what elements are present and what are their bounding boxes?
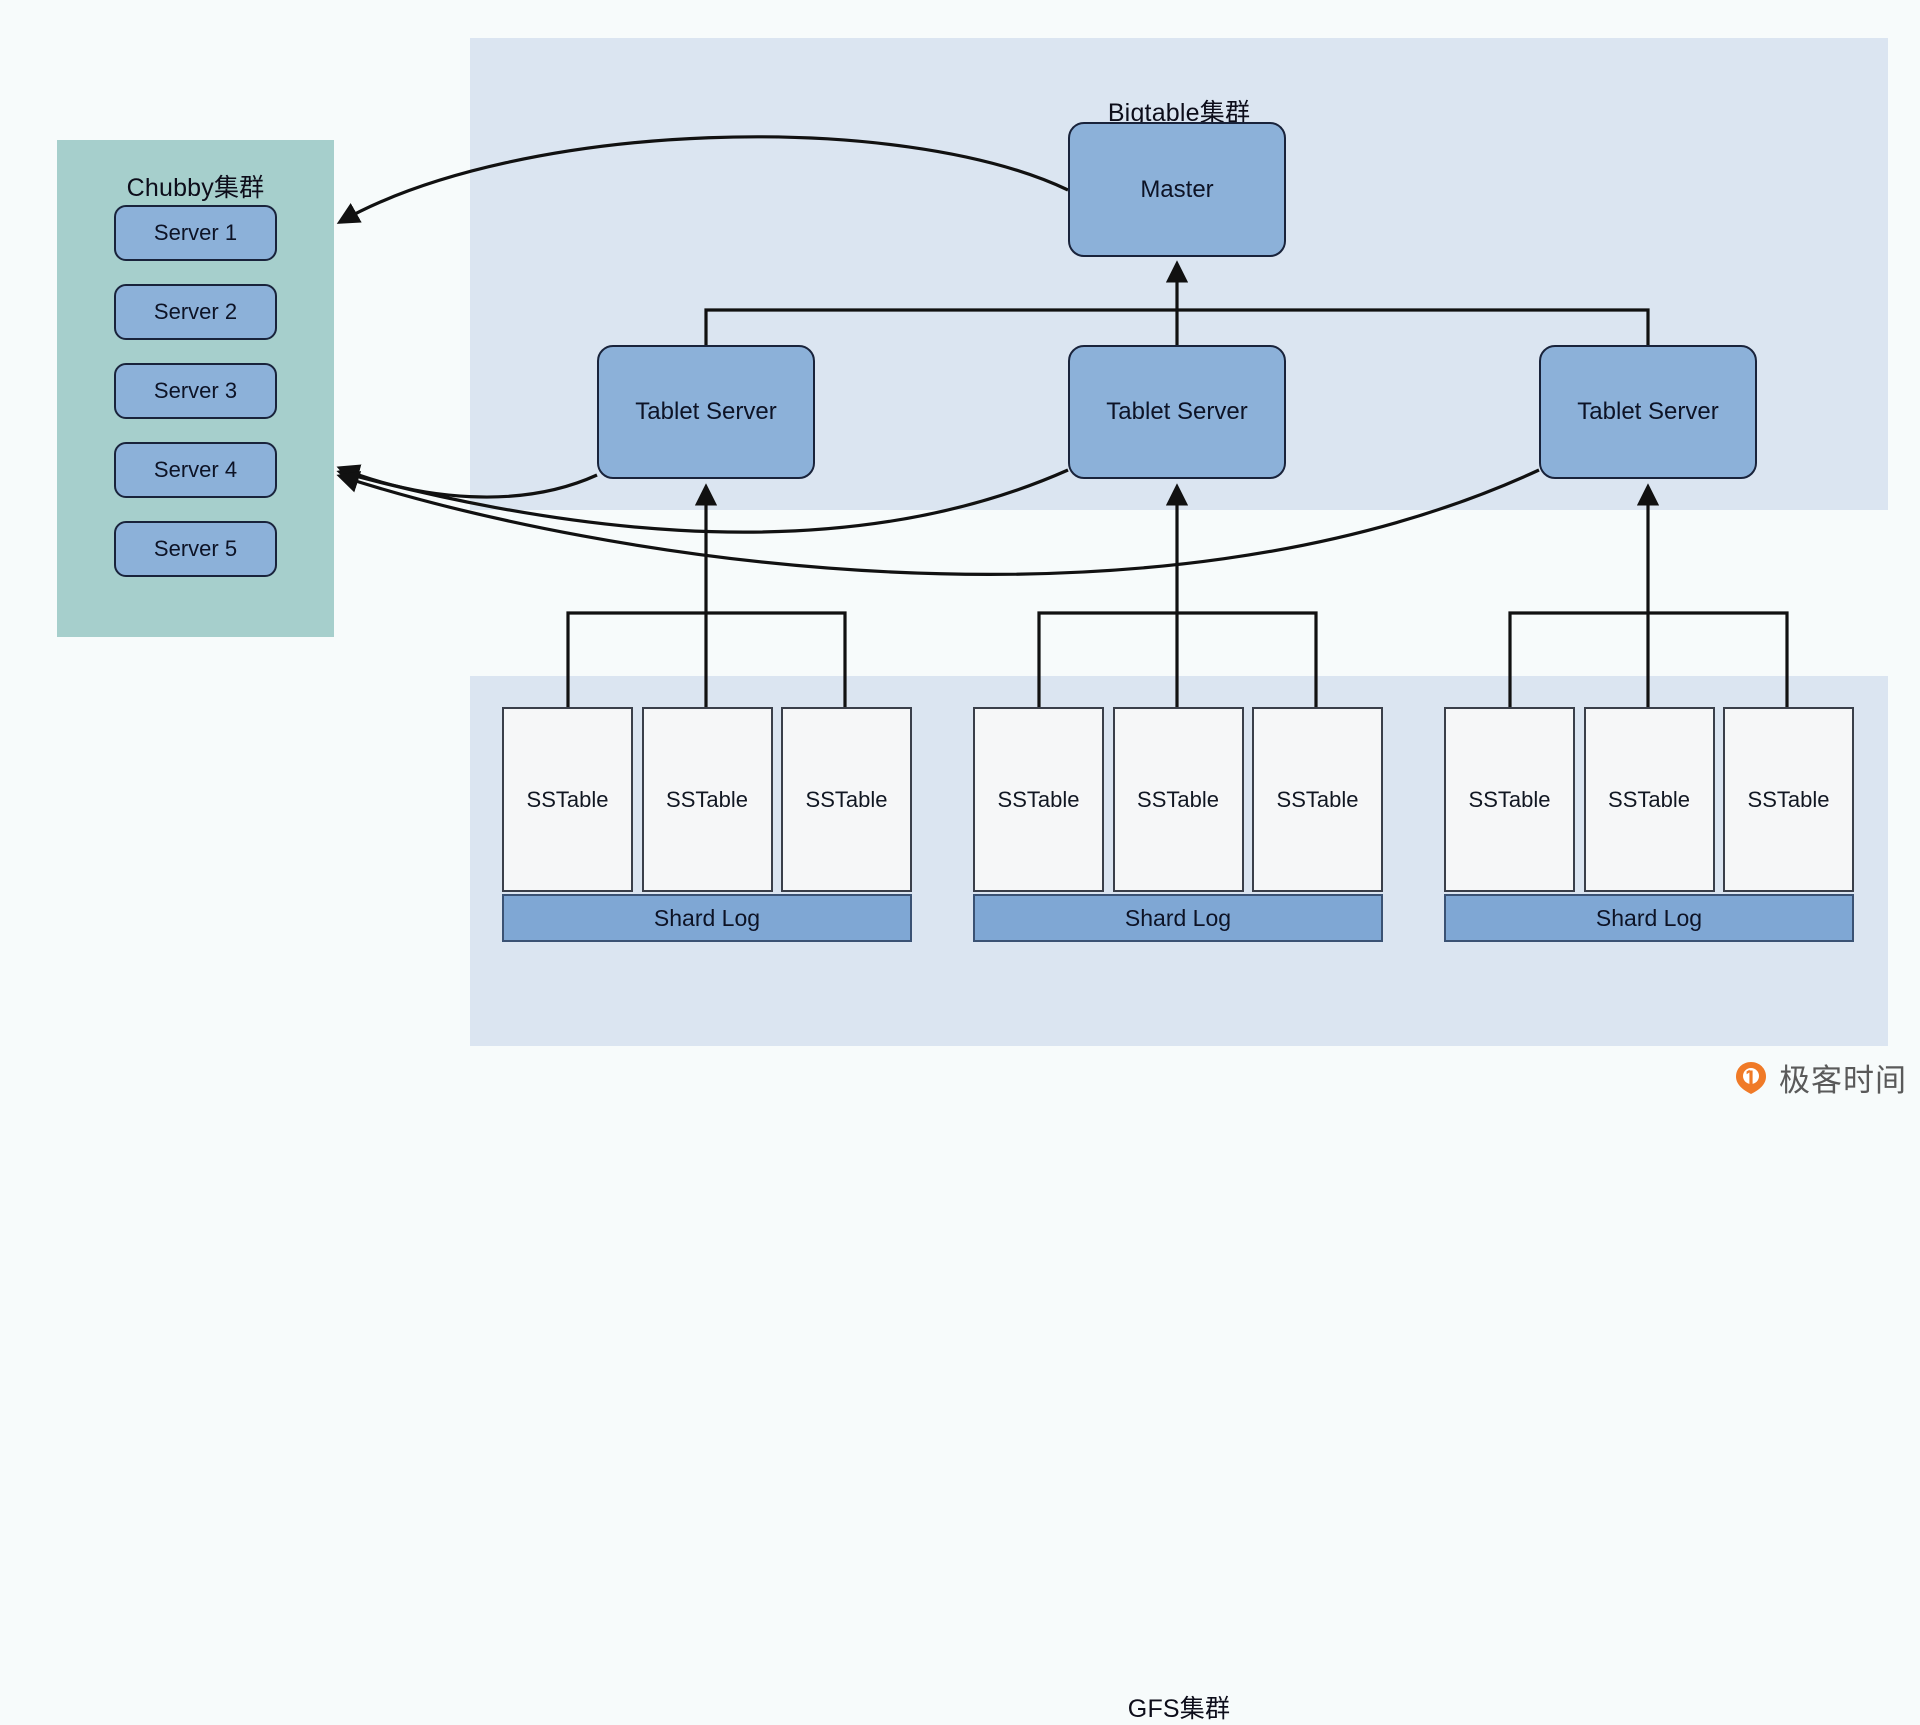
sstable-row: SSTable SSTable SSTable xyxy=(502,707,912,892)
sstable-label: SSTable xyxy=(666,786,748,812)
chubby-server-2[interactable]: Server 2 xyxy=(114,284,277,340)
sstable-box[interactable]: SSTable xyxy=(781,707,912,892)
sstable-row: SSTable SSTable SSTable xyxy=(1444,707,1854,892)
master-node[interactable]: Master xyxy=(1068,122,1286,257)
sstable-label: SSTable xyxy=(1137,786,1219,812)
sstable-box[interactable]: SSTable xyxy=(1112,707,1244,892)
sstable-label: SSTable xyxy=(1747,786,1830,812)
watermark-text: 极客时间 xyxy=(1779,1063,1907,1098)
tablet-server-label: Tablet Server xyxy=(1577,398,1719,425)
tablet-server-label: Tablet Server xyxy=(635,398,777,425)
sstable-label: SSTable xyxy=(1276,786,1359,812)
chubby-server-1[interactable]: Server 1 xyxy=(114,205,277,261)
tablet-server-2[interactable]: Tablet Server xyxy=(1068,345,1286,479)
sstable-group-1: SSTable SSTable SSTable Shard Log xyxy=(502,707,912,950)
tablet-server-3[interactable]: Tablet Server xyxy=(1539,345,1757,479)
chubby-cluster-title: Chubby集群 xyxy=(126,174,265,202)
shard-log-bar[interactable]: Shard Log xyxy=(502,894,912,942)
chubby-server-label: Server 4 xyxy=(153,457,238,482)
shard-log-label: Shard Log xyxy=(1124,904,1232,931)
geektime-logo-icon xyxy=(1733,1060,1769,1096)
sstable-label: SSTable xyxy=(997,786,1080,812)
sstable-box[interactable]: SSTable xyxy=(973,707,1104,892)
diagram-canvas: Bigtable集群 GFS集群 Chubby集群 Server 1 Serve… xyxy=(57,38,1907,1723)
sstable-box[interactable]: SSTable xyxy=(502,707,633,892)
sstable-group-2: SSTable SSTable SSTable Shard Log xyxy=(973,707,1383,950)
chubby-server-3[interactable]: Server 3 xyxy=(114,363,277,419)
gfs-cluster-title: GFS集群 xyxy=(1127,1695,1231,1723)
chubby-server-label: Server 5 xyxy=(153,536,238,561)
sstable-group-3: SSTable SSTable SSTable Shard Log xyxy=(1444,707,1854,950)
sstable-box[interactable]: SSTable xyxy=(1252,707,1383,892)
sstable-box[interactable]: SSTable xyxy=(641,707,773,892)
sstable-label: SSTable xyxy=(1468,786,1551,812)
sstable-box[interactable]: SSTable xyxy=(1583,707,1715,892)
tablet-server-1[interactable]: Tablet Server xyxy=(597,345,815,479)
chubby-server-label: Server 1 xyxy=(153,220,238,245)
chubby-server-label: Server 2 xyxy=(153,299,238,324)
watermark: 极客时间 xyxy=(1733,1055,1907,1100)
chubby-server-5[interactable]: Server 5 xyxy=(114,521,277,577)
sstable-label: SSTable xyxy=(526,786,609,812)
shard-log-label: Shard Log xyxy=(1595,904,1703,931)
chubby-server-4[interactable]: Server 4 xyxy=(114,442,277,498)
shard-log-bar[interactable]: Shard Log xyxy=(1444,894,1854,942)
chubby-server-label: Server 3 xyxy=(153,378,238,403)
sstable-label: SSTable xyxy=(805,786,888,812)
shard-log-bar[interactable]: Shard Log xyxy=(973,894,1383,942)
master-label: Master xyxy=(1140,175,1214,203)
sstable-row: SSTable SSTable SSTable xyxy=(973,707,1383,892)
tablet-server-label: Tablet Server xyxy=(1106,398,1248,425)
sstable-label: SSTable xyxy=(1608,786,1690,812)
sstable-box[interactable]: SSTable xyxy=(1444,707,1575,892)
sstable-box[interactable]: SSTable xyxy=(1723,707,1854,892)
shard-log-label: Shard Log xyxy=(653,904,761,931)
